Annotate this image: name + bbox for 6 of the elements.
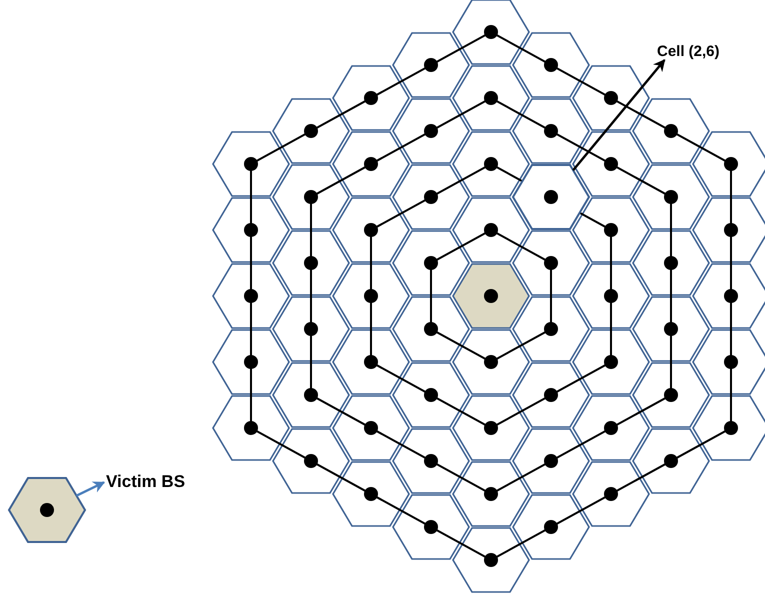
victim-bs-hexagon bbox=[8, 477, 86, 543]
leader-arrow bbox=[76, 481, 106, 497]
cell-hexagon bbox=[512, 164, 590, 230]
leader-arrow bbox=[572, 59, 666, 172]
cell-label: Cell (2,6) bbox=[657, 44, 720, 59]
victim-bs-label: Victim BS bbox=[106, 473, 186, 490]
